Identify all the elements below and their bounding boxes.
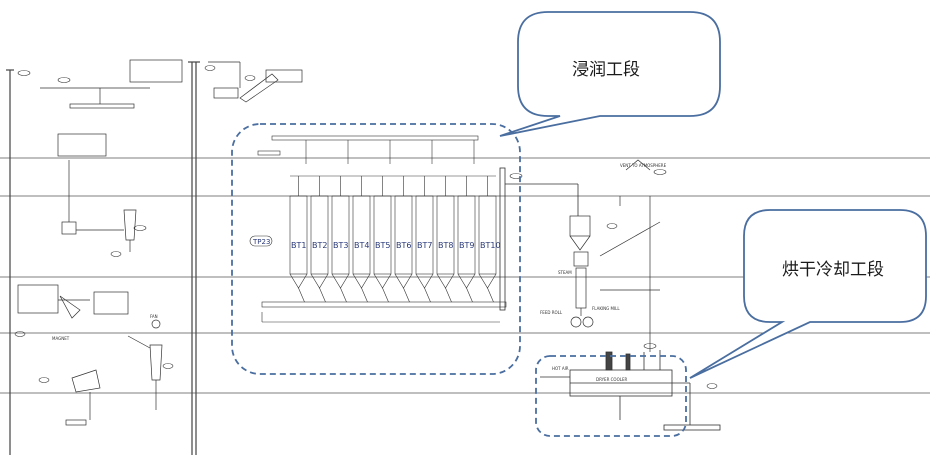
hot-air-label: HOT AIR	[552, 366, 569, 371]
bin-4	[352, 195, 371, 275]
left-preparation-equipment	[17, 59, 183, 426]
bin-hopper-2	[310, 273, 329, 289]
bin-label-2: BT2	[312, 241, 327, 250]
bin-label-6: BT6	[396, 241, 411, 250]
feed-roll-label: FEED ROLL	[540, 310, 563, 315]
dryer-cooler-label: DRYER COOLER	[596, 377, 627, 382]
bin-hopper-1	[289, 273, 308, 289]
bin-discharge-9	[466, 287, 473, 303]
bin-label-9: BT9	[459, 241, 474, 250]
bin-hopper-5	[373, 273, 392, 289]
bin-discharge-1	[298, 287, 305, 303]
fan-label: FAN	[150, 314, 158, 319]
bin-discharge-6	[403, 287, 410, 303]
soaking-section-outline	[231, 123, 521, 375]
bin-8	[436, 195, 455, 275]
bin-1	[289, 195, 308, 275]
bin-label-5: BT5	[375, 241, 390, 250]
bin-discharge-5	[382, 287, 389, 303]
bin-3	[331, 195, 350, 275]
bin-discharge-8	[445, 287, 452, 303]
bin-6	[394, 195, 413, 275]
bin-label-7: BT7	[417, 241, 432, 250]
magnet-label: MAGNET	[52, 336, 70, 341]
tempering-bins: BT1 BT2 BT3 BT4 BT5 BT6 BT7 BT8 BT9 BT10	[289, 175, 501, 303]
conditioner-and-mill	[569, 159, 661, 352]
dryer-cooler	[540, 350, 721, 431]
building-columns	[6, 61, 200, 455]
bin-7	[415, 195, 434, 275]
bin-hopper-4	[352, 273, 371, 289]
bin-2	[310, 195, 329, 275]
soaking-callout-bubble	[499, 11, 721, 137]
steam-label: STEAM	[558, 270, 572, 275]
bin-discharge-2	[319, 287, 326, 303]
instrument-tags	[14, 65, 718, 389]
bin-hopper-9	[457, 273, 476, 289]
drying-section-outline	[535, 355, 687, 437]
drying-callout-text: 烘干冷却工段	[782, 260, 884, 280]
soaking-callout-text: 浸润工段	[572, 60, 640, 80]
bin-hopper-6	[394, 273, 413, 289]
flaking-mill-label: FLAKING MILL	[592, 306, 620, 311]
bin-discharge-4	[361, 287, 368, 303]
drying-callout-bubble	[689, 209, 927, 379]
bin-label-4: BT4	[354, 241, 369, 250]
bin-group-tag	[249, 235, 273, 247]
bin-label-10: BT10	[480, 241, 501, 250]
bottom-collecting-conveyor	[261, 301, 507, 323]
bin-9	[457, 195, 476, 275]
bin-label-8: BT8	[438, 241, 453, 250]
bin-hopper-10	[478, 273, 497, 289]
top-feed-equipment	[208, 61, 303, 103]
bin-discharge-7	[424, 287, 431, 303]
section-outlines	[231, 123, 687, 437]
bin-label-1: BT1	[291, 241, 306, 250]
bin-hopper-7	[415, 273, 434, 289]
bin-group-label: TP23	[252, 238, 270, 246]
bin-hopper-8	[436, 273, 455, 289]
vent-label: VENT TO ATMOSPHERE	[620, 163, 667, 168]
bucket-elevator	[499, 167, 579, 311]
bin-discharge-10	[487, 287, 494, 303]
bin-5	[373, 195, 392, 275]
bin-discharge-3	[340, 287, 347, 303]
bin-hopper-3	[331, 273, 350, 289]
top-distribution-conveyor	[257, 135, 479, 164]
bin-label-3: BT3	[333, 241, 348, 250]
bin-10	[478, 195, 497, 275]
